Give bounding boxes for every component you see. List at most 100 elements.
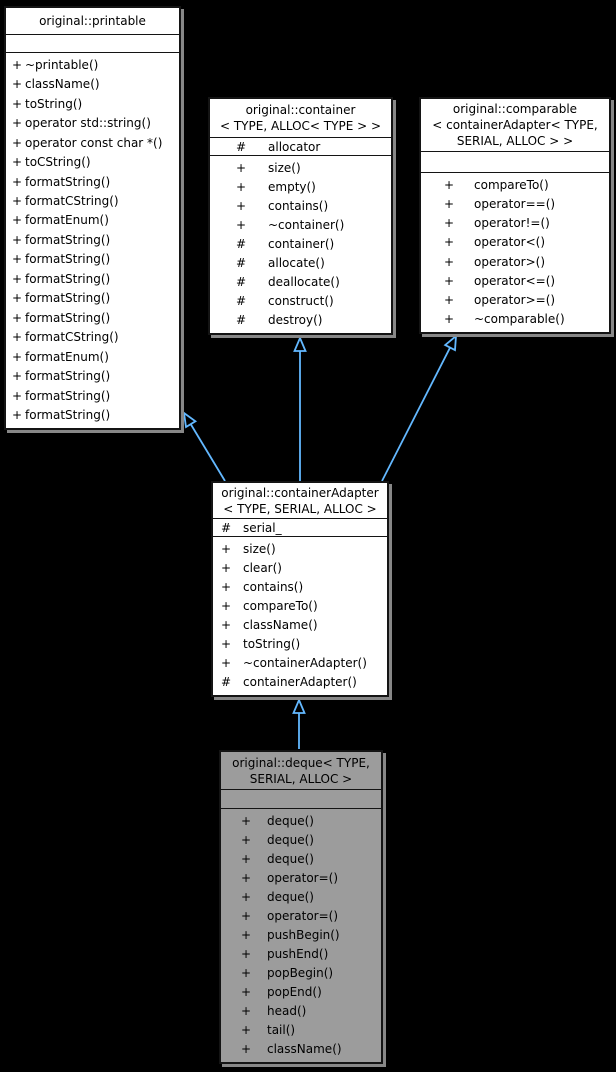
member-name: formatString()	[25, 232, 111, 247]
class-node-containerAdapter[interactable]: original::containerAdapter< TYPE, SERIAL…	[211, 481, 389, 697]
class-node-deque[interactable]: original::deque< TYPE,SERIAL, ALLOC >+de…	[219, 750, 383, 1064]
member-name: operator<()	[474, 235, 546, 250]
visibility-symbol: #	[236, 294, 247, 309]
visibility-symbol: +	[221, 541, 232, 556]
class-node-printable[interactable]: original::printable+~printable()+classNa…	[4, 6, 181, 430]
member-name: empty()	[268, 179, 316, 194]
method-row: +formatString()	[6, 230, 179, 249]
method-row: + tail()	[221, 1021, 381, 1040]
member-name: compareTo()	[243, 598, 318, 613]
visibility-symbol: +	[236, 217, 247, 232]
method-row: + empty()	[210, 177, 391, 196]
visibility-symbol: +	[444, 216, 455, 231]
visibility-symbol: +	[241, 1023, 252, 1038]
member-name: formatString()	[25, 388, 111, 403]
visibility-symbol: +	[221, 656, 232, 671]
member-name: serial_	[243, 520, 282, 535]
method-row: +operator const char *()	[6, 133, 179, 152]
methods-section: +size()+empty()+contains()+~container()#…	[210, 156, 391, 333]
visibility-symbol: #	[236, 275, 247, 290]
method-row: +formatEnum()	[6, 211, 179, 230]
class-title-containerAdapter: original::containerAdapter< TYPE, SERIAL…	[213, 483, 387, 519]
member-name: formatString()	[25, 291, 111, 306]
visibility-symbol: +	[236, 179, 247, 194]
visibility-symbol: +	[241, 1004, 252, 1019]
visibility-symbol: +	[444, 177, 455, 192]
attributes-section: #serial_	[213, 519, 387, 537]
class-node-comparable[interactable]: original::comparable< containerAdapter< …	[419, 97, 611, 334]
class-title-line: SERIAL, ALLOC > >	[456, 134, 574, 148]
member-name: contains()	[268, 198, 329, 213]
method-row: + compareTo()	[213, 596, 387, 615]
member-name: operator const char *()	[25, 135, 163, 150]
attributes-section	[6, 35, 179, 53]
visibility-symbol: +	[241, 851, 252, 866]
class-node-container[interactable]: original::container< TYPE, ALLOC< TYPE >…	[208, 97, 393, 335]
visibility-symbol: +	[12, 349, 23, 364]
attributes-section	[221, 790, 381, 809]
method-row: +operator>()	[421, 252, 609, 271]
class-title-line: original::printable	[39, 14, 146, 28]
visibility-symbol: #	[236, 256, 247, 271]
attribute-row: #serial_	[213, 519, 387, 536]
member-name: formatString()	[25, 271, 111, 286]
member-name: className()	[243, 618, 318, 633]
inheritance-edge-containerAdapter-to-printable	[189, 423, 226, 482]
member-name: compareTo()	[474, 177, 549, 192]
visibility-symbol: +	[12, 155, 23, 170]
method-row: +formatString()	[6, 269, 179, 288]
visibility-symbol: +	[241, 908, 252, 923]
visibility-symbol: +	[12, 57, 23, 72]
member-name: formatString()	[25, 369, 111, 384]
member-name: formatString()	[25, 408, 111, 423]
member-name: formatEnum()	[25, 349, 109, 364]
member-name: operator std::string()	[25, 116, 151, 131]
visibility-symbol: +	[444, 196, 455, 211]
member-name: formatString()	[25, 174, 111, 189]
method-row: + operator=()	[221, 906, 381, 925]
member-name: clear()	[243, 560, 282, 575]
class-title-line: < containerAdapter< TYPE,	[432, 118, 598, 132]
visibility-symbol: +	[12, 232, 23, 247]
method-row: +operator==()	[421, 194, 609, 213]
member-name: size()	[243, 541, 276, 556]
class-title-line: original::comparable	[452, 102, 578, 116]
member-name: popBegin()	[267, 966, 334, 981]
class-title-line: original::containerAdapter	[221, 485, 379, 500]
method-row: +contains()	[210, 196, 391, 215]
member-name: formatString()	[25, 252, 111, 267]
method-row: #destroy()	[210, 311, 391, 330]
method-row: #deallocate()	[210, 273, 391, 292]
visibility-symbol: +	[241, 966, 252, 981]
member-name: operator=()	[267, 908, 339, 923]
inheritance-arrowhead-container	[293, 335, 307, 352]
method-row: +deque()	[221, 887, 381, 906]
visibility-symbol: +	[241, 870, 252, 885]
visibility-symbol: +	[12, 330, 23, 345]
visibility-symbol: +	[241, 928, 252, 942]
visibility-symbol: #	[236, 139, 247, 154]
member-name: formatCString()	[25, 330, 119, 345]
member-name: operator=()	[267, 870, 339, 885]
visibility-symbol: +	[221, 598, 232, 613]
visibility-symbol: #	[221, 675, 232, 690]
method-row: + size()	[213, 539, 387, 558]
member-name: allocate()	[268, 256, 325, 271]
class-title-printable: original::printable	[6, 8, 179, 35]
method-row: +~container()	[210, 215, 391, 234]
visibility-symbol: +	[12, 369, 23, 384]
member-name: allocator	[268, 139, 321, 154]
member-name: head()	[267, 1004, 307, 1019]
method-row: +~containerAdapter()	[213, 654, 387, 673]
visibility-symbol: +	[12, 408, 23, 423]
member-name: tail()	[267, 1023, 296, 1038]
visibility-symbol: +	[12, 252, 23, 267]
member-name: container()	[268, 236, 335, 251]
visibility-symbol: +	[12, 291, 23, 306]
visibility-symbol: +	[221, 637, 232, 652]
visibility-symbol: +	[444, 312, 455, 327]
inheritance-arrowhead-containerAdapter	[292, 697, 306, 714]
visibility-symbol: +	[444, 273, 455, 288]
